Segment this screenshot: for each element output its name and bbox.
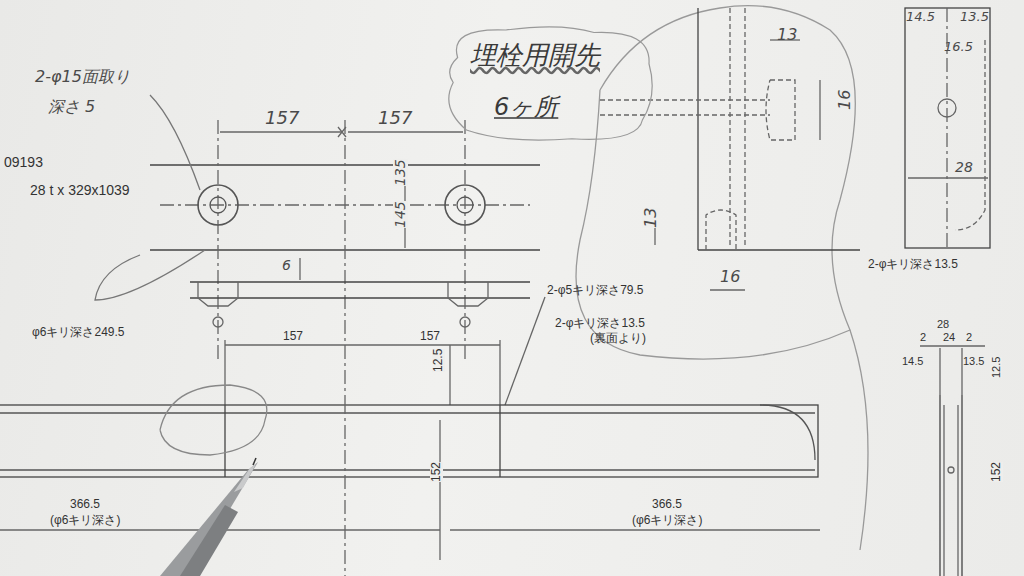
cloud-outline [440,20,660,145]
handwritten-note: 2-φ15面取り [35,68,130,86]
dimension-text: 2-φ5キリ深さ79.5 [547,284,643,297]
handwritten-note: 深さ 5 [48,98,95,116]
dimension-text: 28 t x 329x1039 [30,183,130,198]
handwritten-note: 28 [955,160,973,175]
dimension-text: 2-φキリ深さ13.5 [868,258,958,271]
dimension-text: (φ6キリ深さ) [50,514,120,527]
cloud-callout: 埋栓用開先 6ヶ所 [440,20,660,145]
dimension-text: 366.5 [652,498,682,511]
dimension-text: 13.5 [963,355,984,367]
handwritten-note: 157 [378,108,412,128]
dimension-text: 09193 [4,155,43,170]
dimension-text: 28 [937,318,949,330]
dimension-text: φ6キリ深さ249.5 [32,326,124,339]
dimension-text: 157 [420,330,440,343]
handwritten-note: 145 [393,201,408,228]
dimension-text: 152 [990,462,1003,482]
handwritten-note: 157 [265,108,299,128]
dimension-text: 14.5 [902,355,923,367]
dimension-text: 12.5 [432,349,445,372]
dimension-text: 2 [920,331,926,343]
dimension-text: (φ6キリ深さ) [632,514,702,527]
dimension-text: 366.5 [70,498,100,511]
handwritten-note: 13.5 [960,10,989,24]
dimension-text: 2 [966,331,972,343]
callout-heading: 埋栓用開先 [470,38,630,73]
handwritten-note: 16 [720,268,740,286]
handwritten-note: 135 [393,159,408,186]
dimension-text: 152 [430,462,443,482]
callout-count: 6ヶ所 [494,91,630,123]
handwritten-note: 13 [642,208,660,228]
dimension-text: 157 [283,330,303,343]
handwritten-note: 16 [836,90,854,110]
dimension-text: (裏面より) [590,332,646,345]
handwritten-note: 16.5 [944,40,973,54]
dimension-text: 2-φキリ深さ13.5 [555,317,645,330]
dimension-text: 24 [943,331,955,343]
handwritten-note: 13 [777,26,797,44]
handwritten-note: 6 [282,258,291,273]
handwritten-note: 14.5 [906,10,935,24]
dimension-text: 12.5 [990,357,1002,378]
